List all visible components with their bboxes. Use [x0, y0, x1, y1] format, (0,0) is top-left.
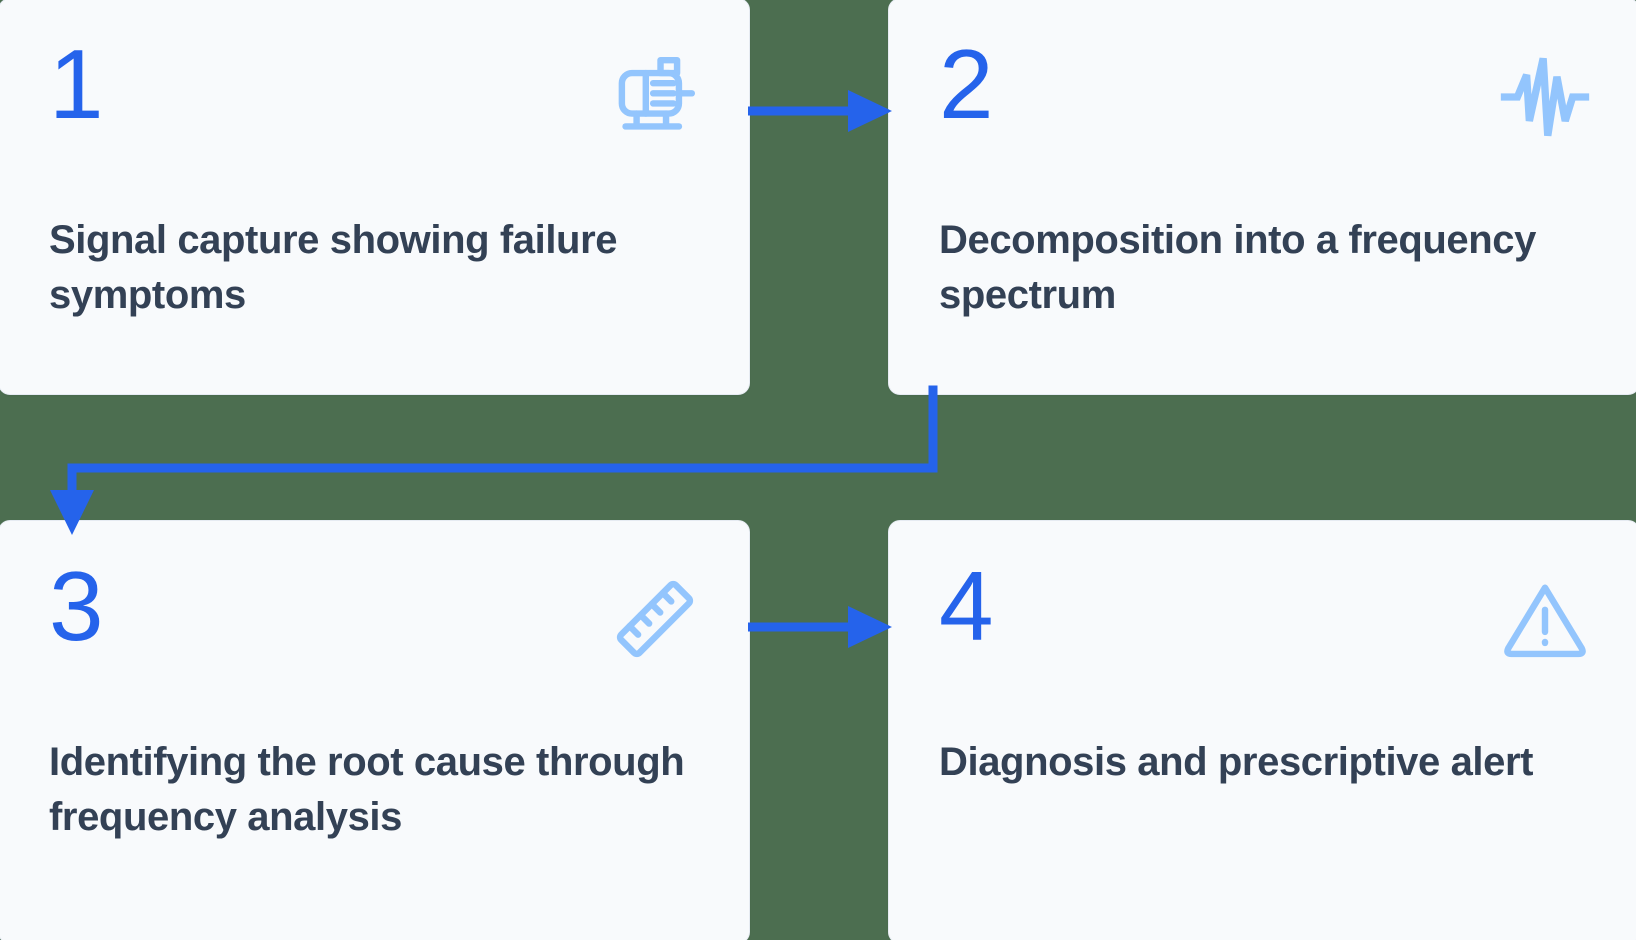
step-text-1: Signal capture showing failure symptoms	[49, 218, 618, 318]
step-text-3: Identifying the root cause through frequ…	[49, 740, 685, 840]
warning-triangle-icon	[1504, 584, 1586, 658]
step-card-4[interactable]: 4 Diagnosis and prescriptive alert	[888, 520, 1636, 940]
step-text-2: Decomposition into a frequency spectrum	[939, 218, 1536, 318]
step-text-4: Diagnosis and prescriptive alert	[939, 740, 1534, 784]
step-number-3: 3	[49, 551, 103, 661]
ruler-icon	[616, 580, 694, 658]
step-number-2: 2	[939, 29, 993, 139]
step-number-4: 4	[939, 551, 993, 661]
connector-arrow-2-to-3	[50, 385, 938, 535]
step-card-2[interactable]: 2 Decomposition into a frequency spectru…	[888, 0, 1636, 395]
waveform-icon	[1500, 57, 1590, 137]
step-card-1[interactable]: 1 Signal capture showing failure symptom…	[0, 0, 750, 395]
step-card-3[interactable]: 3 Identifying the root cause through fre…	[0, 520, 750, 940]
motor-icon	[618, 56, 696, 130]
step-number-1: 1	[49, 29, 103, 139]
